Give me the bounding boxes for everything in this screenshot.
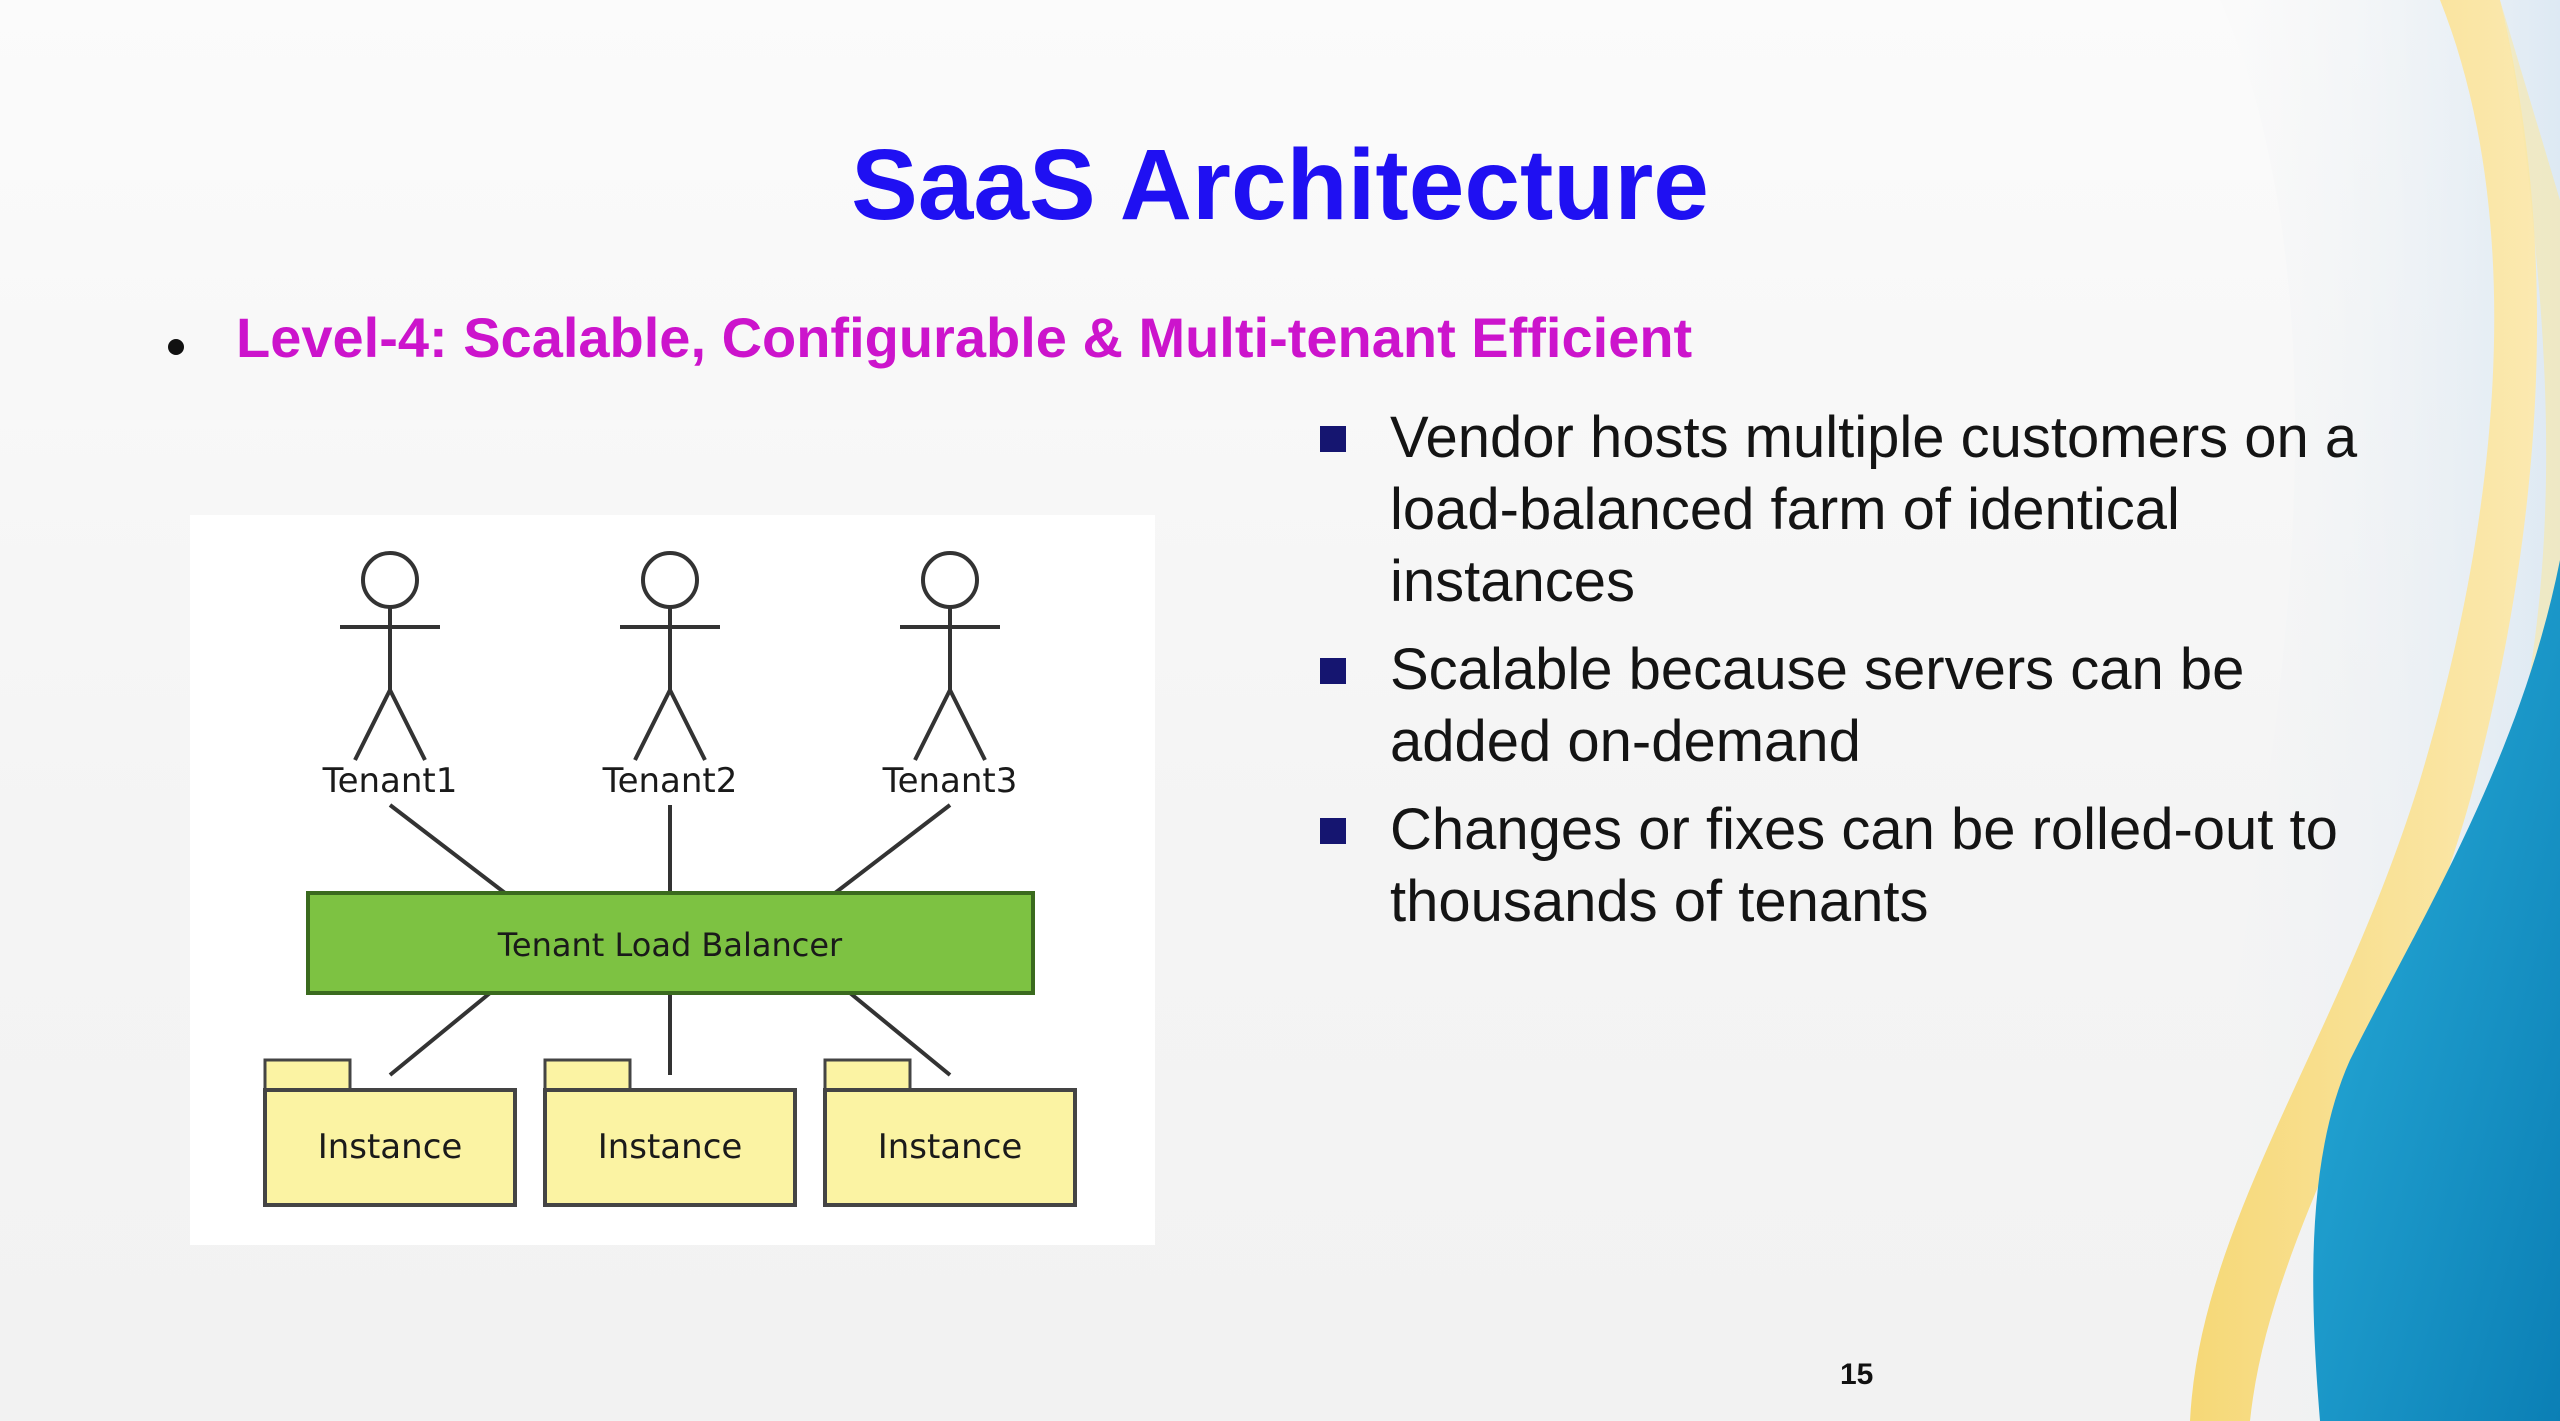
person-icon <box>620 551 720 761</box>
bullet-item: Vendor hosts multiple customers on a loa… <box>1320 402 2410 618</box>
slide-subtitle: Level-4: Scalable, Configurable & Multi-… <box>236 306 1693 369</box>
square-bullet-icon <box>1320 658 1346 684</box>
tenant-label: Tenant3 <box>882 761 1018 801</box>
folder-icon <box>263 1058 352 1092</box>
subtitle-row: Level-4: Scalable, Configurable & Multi-… <box>168 310 1692 366</box>
folder-icon <box>823 1058 912 1092</box>
tenant-label: Tenant2 <box>602 761 738 801</box>
connector-lines <box>388 803 952 1077</box>
tenant-2: Tenant2 <box>602 551 738 801</box>
square-bullet-icon <box>1320 818 1346 844</box>
bullet-text: Vendor hosts multiple customers on a loa… <box>1390 405 2358 614</box>
instance-label: Instance <box>318 1127 463 1167</box>
load-balancer: Tenant Load Balancer <box>306 891 1035 995</box>
bullet-dot-icon <box>168 339 184 355</box>
instance-label: Instance <box>598 1127 743 1167</box>
person-icon <box>340 551 440 761</box>
instance-2: Instance <box>543 1058 797 1207</box>
square-bullet-icon <box>1320 426 1346 452</box>
instance-label: Instance <box>878 1127 1023 1167</box>
load-balancer-label: Tenant Load Balancer <box>497 926 843 964</box>
page-number: 15 <box>1840 1358 1874 1391</box>
tenant-3: Tenant3 <box>882 551 1018 801</box>
bullet-item: Changes or fixes can be rolled-out to th… <box>1320 794 2410 938</box>
person-icon <box>900 551 1000 761</box>
instance-1: Instance <box>263 1058 517 1207</box>
folder-icon <box>543 1058 632 1092</box>
tenant-label: Tenant1 <box>322 761 458 801</box>
tenant-1: Tenant1 <box>322 551 458 801</box>
bullet-text: Changes or fixes can be rolled-out to th… <box>1390 797 2338 934</box>
bullet-list: Vendor hosts multiple customers on a loa… <box>1320 402 2410 954</box>
bullet-item: Scalable because servers can be added on… <box>1320 634 2410 778</box>
bullet-text: Scalable because servers can be added on… <box>1390 637 2245 774</box>
instance-3: Instance <box>823 1058 1077 1207</box>
slide-title: SaaS Architecture <box>851 129 1709 241</box>
architecture-diagram: Tenant1 Tenant2 <box>190 515 1155 1245</box>
